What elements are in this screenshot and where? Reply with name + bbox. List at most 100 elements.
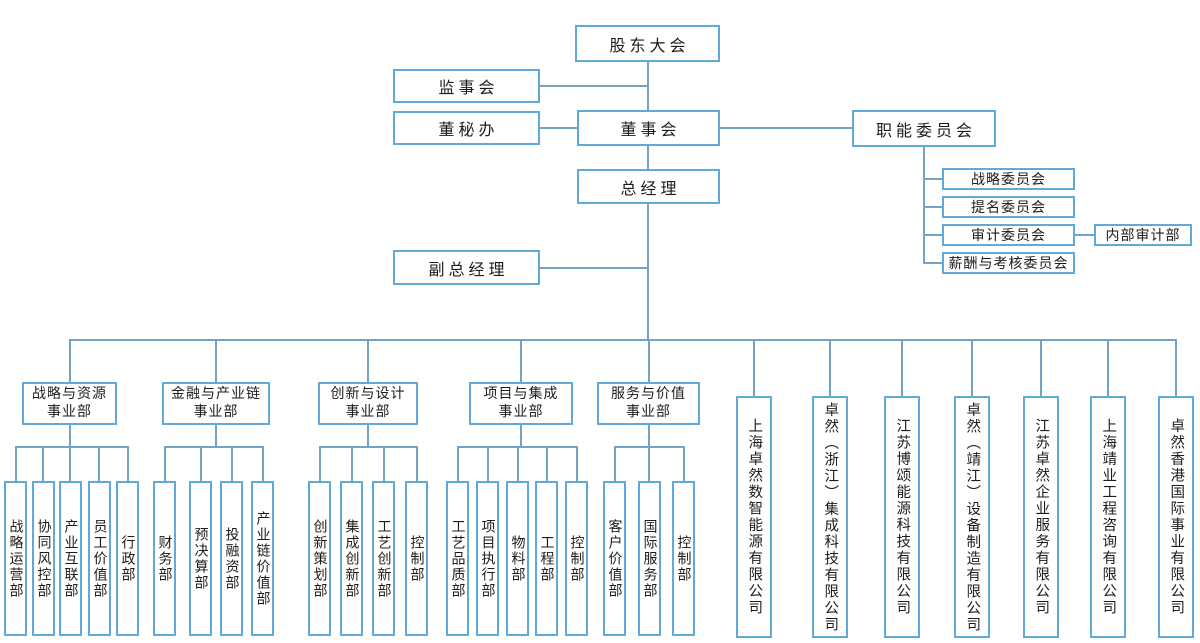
connector-line (683, 446, 685, 481)
connector-line (231, 446, 233, 481)
connector-line (614, 446, 616, 481)
connector-line (647, 146, 649, 169)
connector-line (215, 425, 217, 447)
connector-line (520, 339, 522, 382)
connector-line (971, 339, 973, 396)
connector-line (487, 446, 489, 481)
division-label-line1: 创新与设计 (330, 385, 406, 402)
node-label: 监事会 (438, 78, 499, 97)
connector-line (647, 204, 649, 341)
node-label: 董事会 (620, 120, 681, 139)
subsidiary-label: 江苏卓然企业服务有限公司 (1033, 418, 1050, 616)
connector-line (69, 339, 71, 382)
connector-line (262, 446, 264, 481)
division-label-line1: 项目与集成 (483, 385, 559, 402)
connector-line (648, 339, 650, 382)
node-committee-remuneration-assessment: 薪酬与考核委员会 (942, 252, 1075, 274)
node-label: 审计委员会 (971, 228, 1046, 244)
department-label: 产业链价值部 (254, 510, 271, 607)
connector-line (351, 446, 353, 481)
connector-line (127, 446, 129, 481)
connector-line (1175, 339, 1177, 396)
node-label: 董秘办 (438, 120, 499, 139)
connector-line (215, 339, 217, 382)
subsidiary-box: 卓然香港国际事业有限公司 (1158, 396, 1194, 638)
connector-line (829, 339, 831, 396)
connector-line (69, 425, 71, 447)
connector-line (69, 446, 71, 481)
department-label: 创新策划部 (311, 518, 328, 599)
department-box: 员工价值部 (88, 481, 111, 636)
node-label: 股东大会 (609, 35, 690, 55)
connector-line (923, 206, 942, 208)
connector-line (1075, 234, 1094, 236)
node-board-of-directors: 董事会 (577, 110, 720, 146)
division-label-line2: 事业部 (498, 403, 544, 420)
department-label: 客户价值部 (606, 518, 623, 599)
department-label: 财务部 (156, 534, 173, 583)
subsidiary-box: 上海靖业工程咨询有限公司 (1090, 396, 1126, 638)
division-finance-industry-chain: 金融与产业链 事业部 (162, 382, 270, 425)
subsidiary-box: 卓然（靖江）设备制造有限公司 (954, 396, 990, 638)
connector-line (1040, 339, 1042, 396)
subsidiary-box: 卓然（浙江）集成科技有限公司 (812, 396, 848, 638)
department-label: 战略运营部 (7, 518, 24, 599)
department-box: 创新策划部 (308, 481, 331, 636)
connector-line (540, 267, 649, 269)
subsidiary-label: 上海卓然数智能源有限公司 (746, 418, 763, 616)
department-label: 产业互联部 (62, 518, 79, 599)
connector-line (164, 446, 264, 448)
division-service-value: 服务与价值 事业部 (597, 382, 700, 425)
department-label: 控制部 (408, 534, 425, 583)
connector-line (923, 178, 942, 180)
connector-line (164, 446, 166, 481)
node-label: 副总经理 (428, 259, 509, 279)
connector-line (648, 446, 650, 481)
department-label: 工艺品质部 (449, 518, 466, 599)
connector-line (520, 425, 522, 447)
connector-line (367, 339, 369, 382)
department-box: 客户价值部 (603, 481, 626, 636)
connector-line (517, 446, 519, 481)
department-label: 集成创新部 (343, 518, 360, 599)
node-deputy-general-manager: 副总经理 (393, 250, 540, 285)
node-label: 职能委员会 (875, 120, 976, 140)
department-box: 预决算部 (189, 481, 212, 636)
node-label: 薪酬与考核委员会 (948, 256, 1069, 272)
subsidiary-label: 上海靖业工程咨询有限公司 (1100, 418, 1117, 616)
node-board-secretary-office: 董秘办 (393, 111, 540, 145)
connector-line (319, 446, 418, 448)
connector-line (648, 425, 650, 447)
connector-line (923, 147, 925, 264)
node-committee-audit: 审计委员会 (942, 224, 1075, 246)
division-label-line2: 事业部 (193, 403, 239, 420)
department-box: 产业互联部 (59, 481, 82, 636)
node-supervisory-board: 监事会 (393, 69, 540, 103)
subsidiary-box: 江苏卓然企业服务有限公司 (1023, 396, 1059, 638)
connector-line (69, 339, 1177, 341)
node-committee-nomination: 提名委员会 (942, 196, 1075, 218)
department-label: 行政部 (119, 534, 136, 583)
division-strategy-resources: 战略与资源 事业部 (22, 382, 117, 425)
connector-line (15, 446, 17, 481)
department-label: 投融资部 (223, 526, 240, 591)
department-label: 预决算部 (192, 526, 209, 591)
department-box: 产业链价值部 (251, 481, 274, 636)
connector-line (457, 446, 459, 481)
department-label: 员工价值部 (91, 518, 108, 599)
department-box: 控制部 (405, 481, 428, 636)
division-label-line1: 金融与产业链 (171, 385, 261, 402)
node-functional-committees: 职能委员会 (852, 110, 996, 147)
department-label: 控制部 (675, 534, 692, 583)
division-label-line2: 事业部 (345, 403, 391, 420)
connector-line (98, 446, 100, 481)
department-label: 物料部 (509, 534, 526, 583)
department-box: 投融资部 (220, 481, 243, 636)
department-box: 行政部 (116, 481, 139, 636)
connector-line (540, 127, 577, 129)
department-label: 项目执行部 (479, 518, 496, 599)
department-box: 项目执行部 (476, 481, 499, 636)
node-shareholders-meeting: 股东大会 (575, 25, 720, 62)
department-box: 控制部 (565, 481, 588, 636)
department-label: 工艺创新部 (375, 518, 392, 599)
